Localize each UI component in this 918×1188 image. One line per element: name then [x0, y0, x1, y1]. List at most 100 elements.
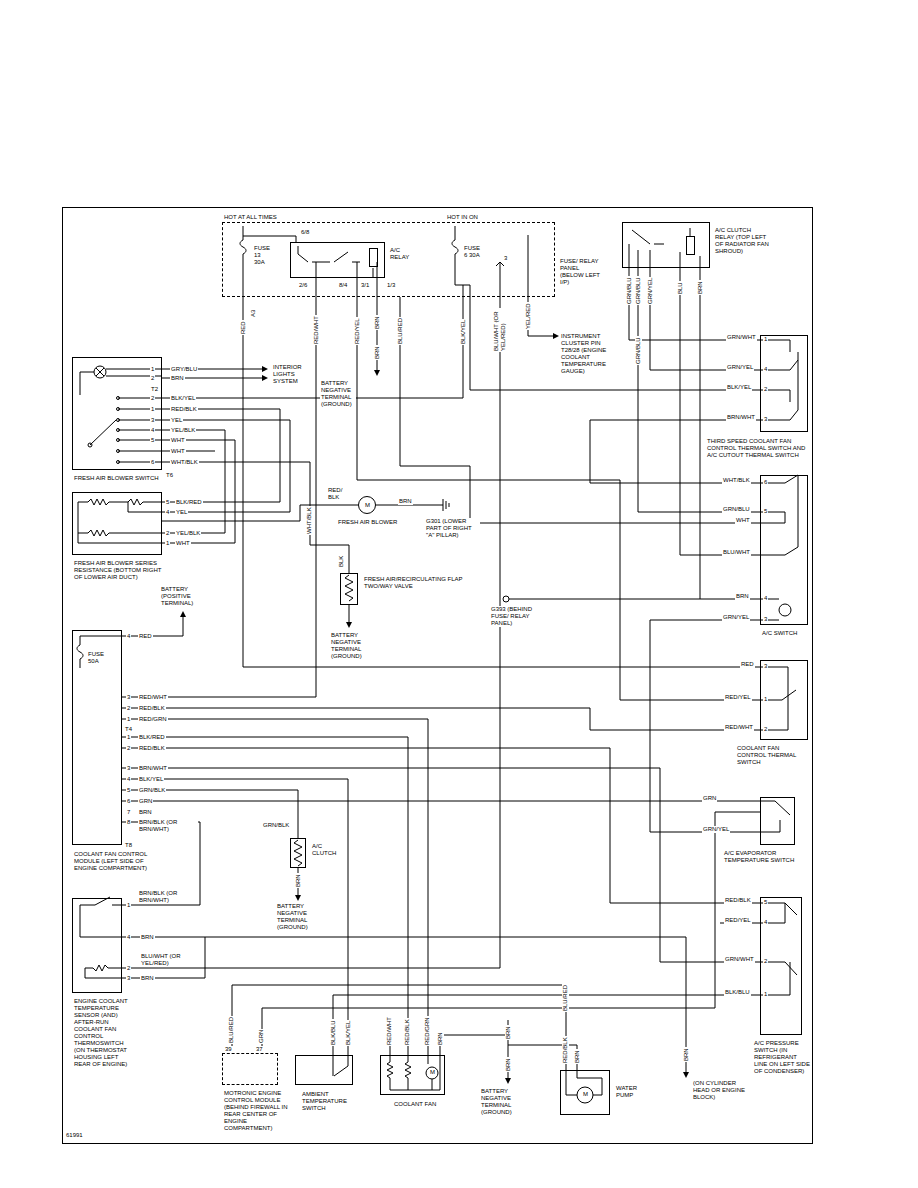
arrow-head	[505, 1078, 511, 1084]
switch-symbol	[760, 340, 798, 420]
wire-label: 1	[126, 716, 131, 723]
wire-label: RED/YEL	[724, 694, 752, 701]
wire-label: T4	[124, 726, 133, 733]
wire-label: BRN	[505, 1025, 512, 1040]
sensor-box: ENGINE COOLANT TEMPERATURE SENSOR (AND) …	[72, 898, 122, 993]
wire	[162, 462, 349, 573]
component-label: FUSE 6 30A	[463, 245, 481, 259]
wire-label: 2/6	[298, 282, 308, 289]
sheet-frame	[63, 208, 813, 1144]
fuse-symbol	[452, 240, 458, 254]
wire	[650, 268, 760, 370]
wire-label: RED/BLK	[562, 1036, 569, 1064]
wire-label: INSTRUMENT CLUSTER PIN T28/28 (ENGINE CO…	[560, 333, 615, 375]
wire-label: G393 (BEHIND FUSE/ RELAY PANEL)	[490, 606, 545, 627]
wire-label: RED/GRN	[424, 1016, 431, 1046]
wire-label: 3	[763, 663, 768, 670]
wire-label: BLK/YEL	[726, 384, 752, 391]
wire-label: BRN	[574, 1049, 581, 1064]
resistor-box: FRESH AIR BLOWER SERIES RESISTANCE (BOTT…	[72, 492, 162, 555]
control-module: FUSE 50ACOOLANT FAN CONTROL MODULE (LEFT…	[72, 630, 122, 845]
wire	[650, 620, 760, 832]
component-label: FRESH AIR BLOWER SWITCH	[73, 475, 173, 482]
wire-label: 2	[763, 386, 768, 393]
wire-label: WHT/BLK	[306, 506, 313, 535]
wire-line	[117, 439, 120, 442]
wire-label: BRN	[398, 498, 413, 505]
wire-label: GRY/BLU	[170, 366, 198, 373]
wire-label: 2	[763, 726, 768, 733]
wire-label: M	[582, 1091, 589, 1098]
component-label: ENGINE COOLANT TEMPERATURE SENSOR (AND) …	[73, 998, 135, 1068]
wire-line	[117, 450, 120, 453]
wire-label: BLK/RED	[138, 734, 166, 741]
component-label: A/C SWITCH	[761, 630, 811, 637]
switch-symbol	[333, 1055, 348, 1076]
wire-label: GRN/BLU	[722, 506, 751, 513]
component-label: HOT AT ALL TIMES	[223, 214, 278, 221]
wire-label: BRN	[295, 873, 302, 888]
arrow-head	[374, 370, 380, 376]
wire-label: GRN/BLU	[635, 336, 642, 365]
wire-label: BRN	[138, 809, 153, 816]
wire-label: 2	[165, 530, 170, 537]
wire-line	[117, 397, 120, 400]
wire-label: 3/1	[360, 282, 370, 289]
wire-label: (ON CYLINDER HEAD OR ENGINE BLOCK)	[692, 1080, 747, 1101]
wire-label: 4	[126, 934, 131, 941]
wire-label: BLK/BLU	[330, 1019, 337, 1046]
component-label: COOLANT FAN CONTROL MODULE (LEFT SIDE OF…	[73, 851, 158, 872]
wire-label: A3	[250, 309, 257, 318]
component-label: WATER PUMP	[615, 1085, 645, 1099]
component-label: A/C EVAPORATOR TEMPERATURE SWITCH	[723, 850, 798, 864]
wire-label: WHT/BLK	[722, 477, 751, 484]
wire	[122, 801, 760, 802]
wire-line	[243, 226, 244, 297]
wire-label: YEL/RED	[525, 302, 532, 330]
wire-label: 4	[165, 509, 170, 516]
relay-coil	[687, 237, 695, 255]
component-label: FUSE 13 30A	[253, 245, 271, 266]
component-label: FUSE 50A	[87, 651, 107, 665]
wire-label: GRN/YEL	[647, 277, 654, 305]
component-label: A/C PRESSURE SWITCH (IN REFRIGERANT LINE…	[753, 1040, 811, 1075]
wire-label: BLU/RED	[228, 1016, 235, 1044]
wire	[162, 409, 280, 502]
wire-label: RED	[740, 661, 755, 668]
resistor-symbol	[85, 965, 122, 978]
wire-label: GRN/BLK	[138, 787, 166, 794]
relay-coil	[370, 249, 378, 267]
wire-label: 1/3	[386, 282, 396, 289]
wire-line	[117, 408, 120, 411]
wire	[122, 278, 316, 697]
switch-arm	[90, 420, 116, 445]
wire-label: 1	[150, 366, 155, 373]
component-label: COOLANT FAN	[393, 1101, 438, 1108]
wire-label: 3	[150, 417, 155, 424]
wire-label: 4	[763, 366, 768, 373]
wire-label: GRN/YEL	[702, 826, 730, 833]
wire-label: GRN/BLK	[262, 822, 290, 829]
arrow-head	[346, 622, 352, 628]
wire-label: T2	[150, 386, 159, 393]
wire-label: BLK/YEL	[170, 395, 196, 402]
wire-label: 1	[763, 696, 768, 703]
wire-label: RED/BLK	[170, 406, 198, 413]
wire-label: 61991	[65, 1132, 84, 1139]
component-label: HOT IN ON	[446, 214, 479, 221]
wire	[243, 297, 760, 667]
relay-contact	[298, 246, 377, 278]
component-label: FRESH AIR BLOWER SERIES RESISTANCE (BOTT…	[73, 560, 168, 581]
wire-label: RED	[138, 633, 153, 640]
wire-label: 5	[763, 899, 768, 906]
wire-label: BLK/YEL	[138, 776, 164, 783]
arrow-head	[683, 1072, 689, 1078]
wire	[122, 737, 408, 1055]
wire	[122, 790, 298, 838]
wire-label: 4	[126, 633, 131, 640]
wire-label: YEL	[170, 417, 183, 424]
wire-label: GRN/WHT	[726, 334, 757, 341]
arrow-head	[295, 895, 301, 901]
wire	[333, 995, 760, 1055]
